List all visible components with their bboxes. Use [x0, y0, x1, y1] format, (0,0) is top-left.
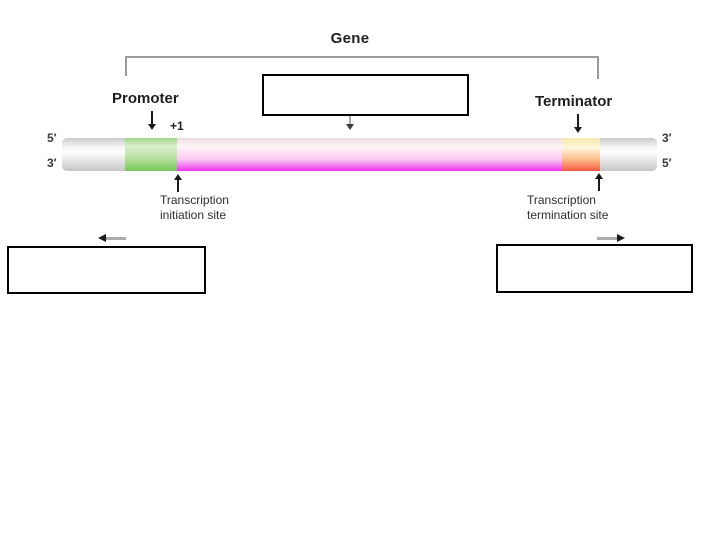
strand-end-3prime-left: 3′	[47, 156, 57, 170]
dna-bar	[62, 138, 657, 171]
termination-label-line2: termination site	[527, 208, 609, 222]
downstream-flank-segment	[600, 138, 657, 171]
right-arrow-icon	[597, 234, 625, 242]
answer-box-pointer-arrow-down-icon	[346, 116, 354, 130]
upstream-flank-segment	[62, 138, 125, 171]
left-arrow-icon	[98, 234, 126, 242]
strand-end-3prime-right: 3′	[662, 131, 672, 145]
gene-title: Gene	[330, 30, 370, 47]
gene-bracket-left-tick	[125, 56, 127, 76]
promoter-segment	[125, 138, 177, 171]
transcription-termination-site-label: Transcription termination site	[527, 193, 608, 223]
terminator-segment	[562, 138, 600, 171]
promoter-label: Promoter	[112, 90, 179, 107]
gene-bracket-line	[125, 56, 599, 58]
strand-end-5prime-right: 5′	[662, 156, 672, 170]
strand-end-5prime-left: 5′	[47, 131, 57, 145]
promoter-arrow-down-icon	[148, 111, 156, 130]
answer-box-bottom-right[interactable]	[496, 244, 693, 293]
answer-box-bottom-left[interactable]	[7, 246, 206, 294]
initiation-label-line1: Transcription	[160, 193, 229, 207]
initiation-label-line2: initiation site	[160, 208, 227, 222]
terminator-label: Terminator	[535, 93, 613, 110]
gene-bracket-right-tick	[597, 56, 599, 79]
terminator-arrow-down-icon	[574, 114, 582, 133]
answer-box-top-center[interactable]	[262, 74, 469, 116]
termination-site-arrow-up-icon	[595, 173, 603, 191]
termination-label-line1: Transcription	[527, 193, 596, 207]
plus-one-label: +1	[170, 119, 184, 133]
transcription-initiation-site-label: Transcription initiation site	[160, 193, 229, 223]
transcribed-region-segment	[177, 138, 562, 171]
initiation-site-arrow-up-icon	[174, 174, 182, 192]
